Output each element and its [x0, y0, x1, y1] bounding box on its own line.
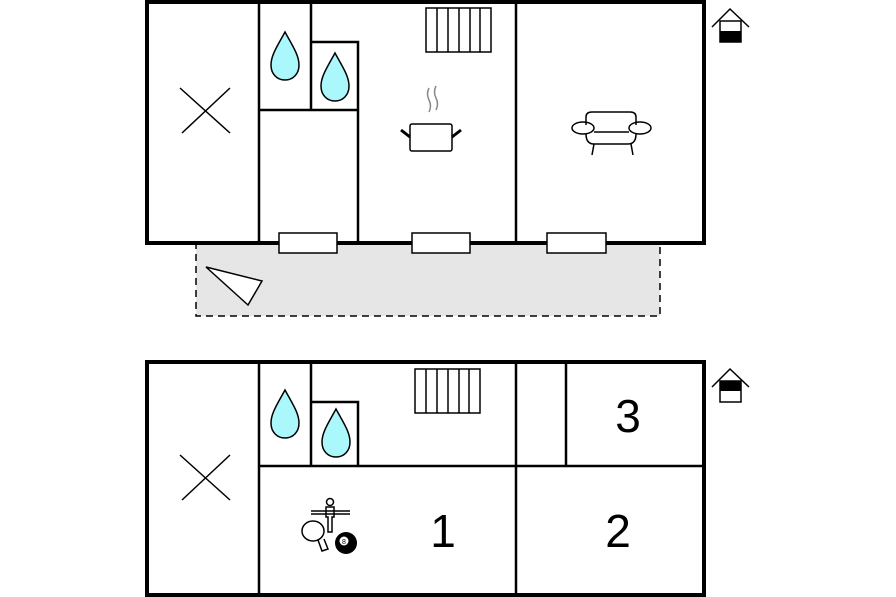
house-floor-icon	[711, 367, 750, 403]
room-label-3: 3	[615, 390, 641, 442]
cooking-pot-icon	[400, 85, 462, 152]
outer-wall	[145, 360, 706, 597]
water-drop-icon	[321, 407, 351, 458]
terrace	[195, 242, 661, 317]
water-drop-icon	[320, 51, 350, 102]
entrance-x-icon	[179, 87, 231, 134]
sofa-icon	[571, 111, 652, 156]
radiator-icon	[414, 368, 481, 414]
wall	[311, 400, 360, 466]
games-icon: 8	[301, 497, 357, 554]
entrance-x-icon	[179, 454, 231, 501]
water-drop-icon	[270, 30, 300, 81]
house-floor-icon	[711, 7, 750, 43]
window	[546, 232, 607, 254]
water-drop-icon	[270, 388, 300, 439]
compass-triangle-icon	[205, 266, 264, 307]
wall	[311, 40, 360, 243]
ground-floor-plan	[145, 0, 750, 317]
window	[411, 232, 471, 254]
room-label-2: 2	[605, 505, 631, 557]
upper-floor-plan: 1 2 3 8	[145, 360, 750, 597]
window	[278, 232, 338, 254]
room-label-1: 1	[430, 505, 456, 557]
radiator-icon	[425, 7, 492, 53]
svg-text:8: 8	[342, 539, 346, 546]
